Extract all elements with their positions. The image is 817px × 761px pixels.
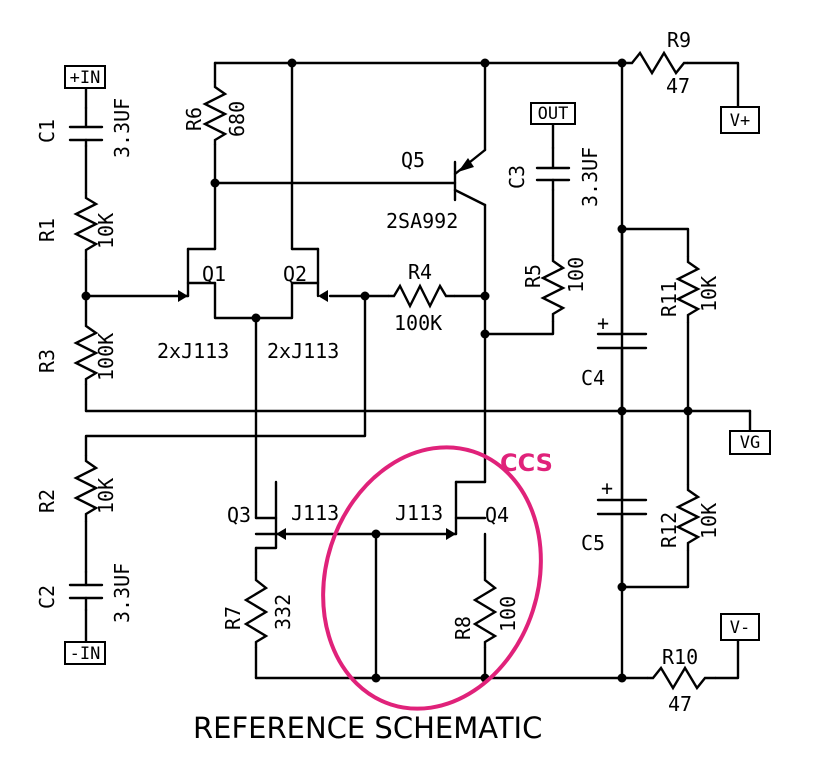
label-r8-ref: R8 <box>451 616 475 640</box>
label-q2-ref: Q2 <box>283 262 307 286</box>
label-c4-ref: C4 <box>581 366 605 390</box>
wire-output-node <box>483 122 555 336</box>
port-v-plus-label: V+ <box>730 111 750 131</box>
label-r5-ref: R5 <box>521 264 545 288</box>
label-c2-value: 3.3UF <box>110 563 134 623</box>
label-r10-value: 47 <box>668 692 692 716</box>
ccs-ellipse <box>321 445 543 711</box>
port-in-pos-label: +IN <box>70 68 101 88</box>
label-c5-plus: + <box>601 476 613 500</box>
label-r3-value: 100K <box>94 333 118 381</box>
label-q1-part: 2xJ113 <box>157 339 229 363</box>
label-r2-ref: R2 <box>35 489 59 513</box>
jfet-q3 <box>254 480 286 550</box>
label-r4-ref: R4 <box>408 260 432 284</box>
label-r7-ref: R7 <box>221 606 245 630</box>
port-out: OUT <box>530 102 576 125</box>
capacitor-c2 <box>68 570 104 612</box>
resistor-r12 <box>675 484 701 551</box>
label-r9-ref: R9 <box>667 28 691 52</box>
ccs-label: CCS <box>500 449 553 477</box>
port-vg: VG <box>729 430 771 455</box>
resistor-r5 <box>540 255 566 322</box>
label-c3-ref: C3 <box>505 165 529 189</box>
label-r2-value: 10K <box>94 478 118 514</box>
resistors <box>73 50 716 691</box>
transistors <box>178 148 487 550</box>
label-q2-part: 2xJ113 <box>267 339 339 363</box>
port-in-neg: -IN <box>64 641 106 665</box>
jfet-q4 <box>446 480 487 540</box>
capacitor-c1 <box>68 106 104 148</box>
label-c1-value: 3.3UF <box>110 98 134 158</box>
label-r4-value: 100K <box>394 311 442 335</box>
wire-divider-column <box>620 227 690 589</box>
ccs-annotation: CCS <box>321 445 553 711</box>
jfet-q1 <box>178 247 217 302</box>
label-q4-part: J113 <box>395 501 443 525</box>
wire-neg-input-link <box>84 294 367 644</box>
bjt-q5 <box>453 148 487 207</box>
resistor-r8 <box>472 572 498 648</box>
label-q1-ref: Q1 <box>202 262 226 286</box>
wire-v-minus-tap <box>714 638 740 680</box>
capacitor-c4 <box>596 332 648 350</box>
resistor-r7 <box>243 572 269 648</box>
label-r6-ref: R6 <box>182 107 206 131</box>
port-vg-label: VG <box>740 433 760 453</box>
resistor-r9 <box>622 50 688 76</box>
label-r11-value: 10K <box>697 276 721 312</box>
port-v-plus: V+ <box>720 106 760 134</box>
label-r11-ref: R11 <box>657 281 681 317</box>
label-r1-ref: R1 <box>35 218 59 242</box>
label-q3-ref: Q3 <box>227 503 251 527</box>
resistor-r2 <box>73 455 99 522</box>
label-r3-ref: R3 <box>35 349 59 373</box>
capacitors <box>68 106 648 612</box>
port-in-neg-label: -IN <box>70 644 101 664</box>
label-r9-value: 47 <box>666 74 690 98</box>
label-r6-value: 680 <box>225 101 249 137</box>
resistor-r3 <box>73 320 99 385</box>
label-c1-ref: C1 <box>35 119 59 143</box>
resistor-r11 <box>675 256 701 323</box>
label-r12-value: 10K <box>697 503 721 539</box>
resistor-r6 <box>202 81 228 145</box>
label-c4-plus: + <box>597 311 609 335</box>
label-r1-value: 10K <box>94 213 118 249</box>
label-q5-ref: Q5 <box>401 148 425 172</box>
label-q4-ref: Q4 <box>485 503 509 527</box>
component-labels: C1 3.3UF R1 10K R3 100K R2 10K C2 3.3UF … <box>35 28 721 716</box>
port-v-minus-label: V- <box>730 618 750 638</box>
label-r8-value: 100 <box>496 596 520 632</box>
wire-v-plus-tap <box>686 61 740 109</box>
label-c5-ref: C5 <box>581 531 605 555</box>
label-r7-value: 332 <box>271 594 295 630</box>
resistor-r10 <box>647 665 716 691</box>
label-c2-ref: C2 <box>35 585 59 609</box>
port-out-label: OUT <box>538 104 569 124</box>
port-v-minus: V- <box>720 613 760 641</box>
label-r5-value: 100 <box>564 257 588 293</box>
capacitor-c5 <box>596 498 648 516</box>
label-r12-ref: R12 <box>657 512 681 548</box>
capacitor-c3 <box>535 146 571 192</box>
label-c3-value: 3.3UF <box>578 147 602 207</box>
label-r10-ref: R10 <box>662 645 698 669</box>
ports: +IN -IN OUT V+ V- VG <box>64 65 771 665</box>
port-in-pos: +IN <box>64 65 106 89</box>
label-q3-part: J113 <box>291 501 339 525</box>
label-q5-part: 2SA992 <box>386 209 458 233</box>
resistor-r1 <box>73 192 99 260</box>
resistor-r4 <box>388 283 455 309</box>
jfet-q2 <box>290 247 328 302</box>
diagram-title: REFERENCE SCHEMATIC <box>193 711 542 745</box>
